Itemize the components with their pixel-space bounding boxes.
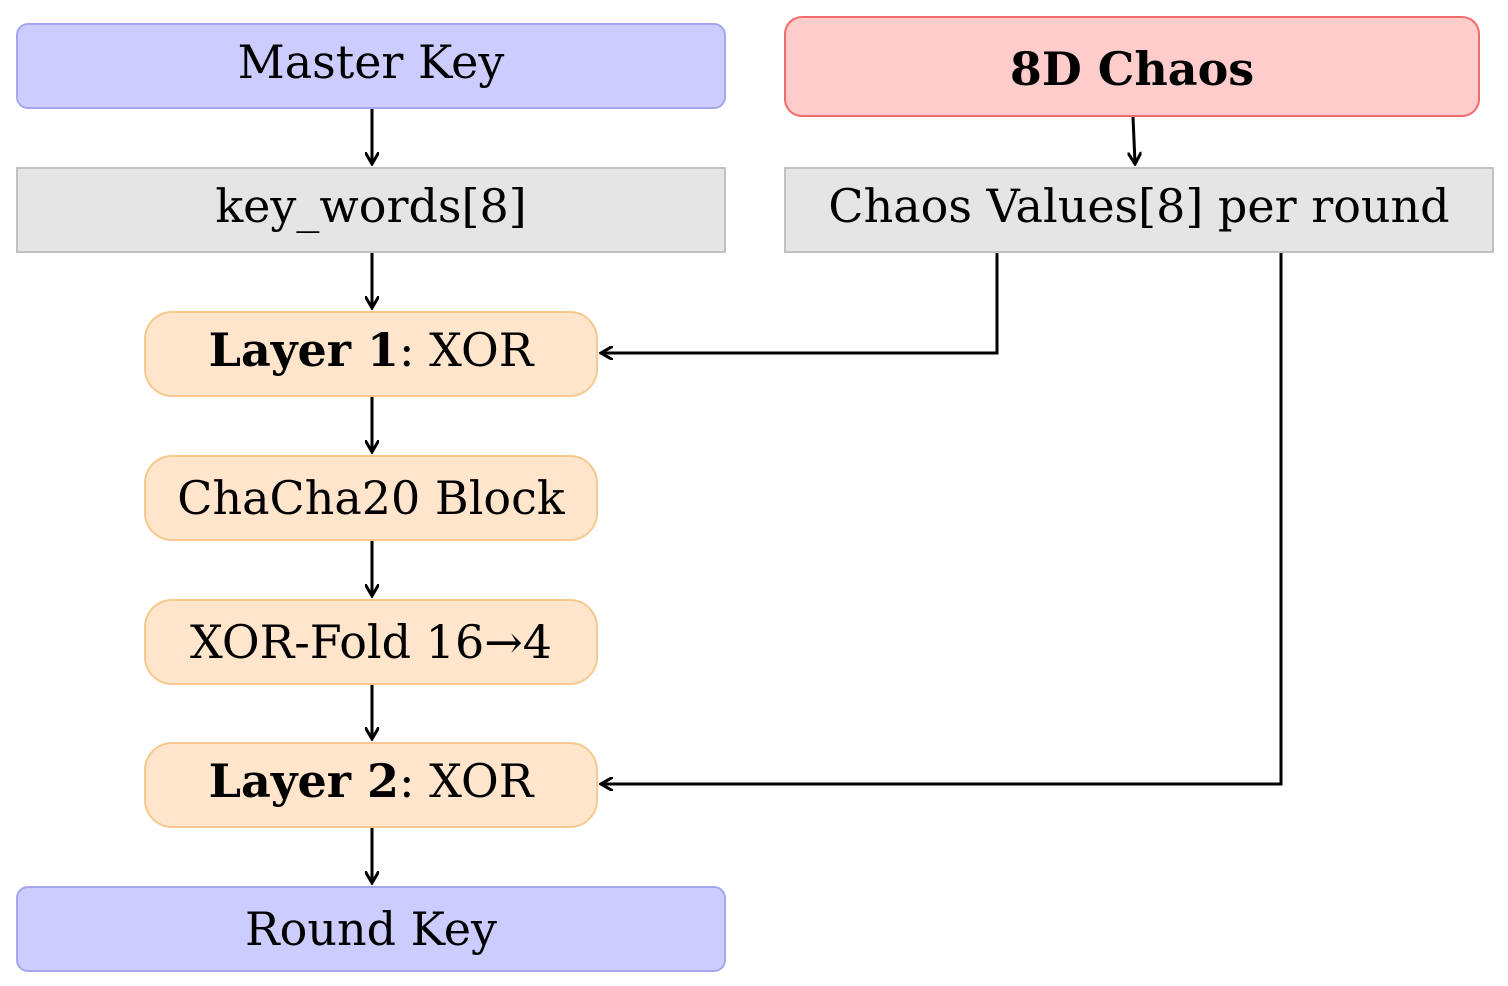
layer2-label: Layer 2: XOR <box>209 754 534 808</box>
chaos-8d-label: 8D Chaos <box>1009 41 1255 96</box>
chaos-8d-node: 8D Chaos <box>784 16 1480 117</box>
master-key-node: Master Key <box>16 23 726 109</box>
layer2-label-rest: : XOR <box>399 754 534 808</box>
layer1-xor-node: Layer 1: XOR <box>144 311 598 397</box>
chacha-block-label: ChaCha20 Block <box>177 471 565 525</box>
round-key-label: Round Key <box>245 902 497 956</box>
layer1-label-bold: Layer 1 <box>208 323 399 377</box>
master-key-label: Master Key <box>237 35 505 89</box>
key-words-label: key_words[8] <box>215 179 527 233</box>
chaos-values-label: Chaos Values[8] per round <box>828 179 1450 233</box>
arrow-chaos-to-values <box>1133 116 1135 163</box>
layer1-label-rest: : XOR <box>399 323 534 377</box>
layer2-label-bold: Layer 2 <box>208 754 399 808</box>
layer1-label: Layer 1: XOR <box>209 323 534 377</box>
layer2-xor-node: Layer 2: XOR <box>144 742 598 828</box>
round-key-node: Round Key <box>16 886 726 972</box>
xor-fold-label: XOR-Fold 16→4 <box>189 615 553 669</box>
key-words-node: key_words[8] <box>16 167 726 253</box>
chaos-values-node: Chaos Values[8] per round <box>784 167 1494 253</box>
arrow-values-to-layer1 <box>602 253 999 353</box>
chacha-block-node: ChaCha20 Block <box>144 455 598 541</box>
xor-fold-node: XOR-Fold 16→4 <box>144 599 598 685</box>
arrow-values-to-layer2 <box>602 253 1283 784</box>
